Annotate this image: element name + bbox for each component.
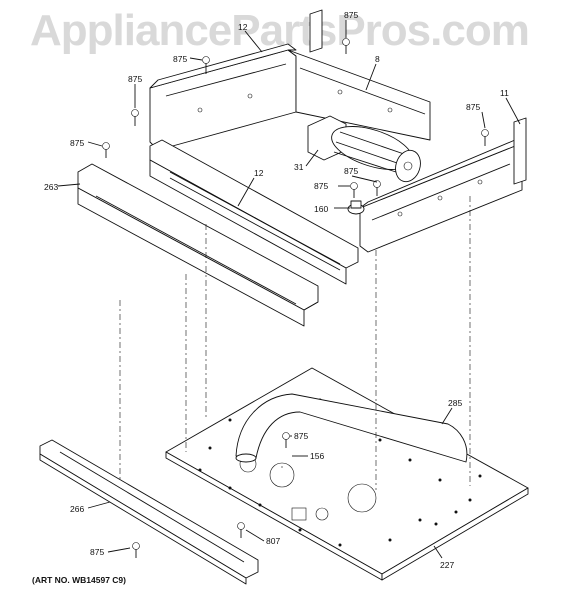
callout-875-left: 875 — [70, 138, 84, 148]
right-side-bracket — [359, 117, 527, 253]
thermostat-160 — [347, 200, 365, 215]
alignment-lines — [119, 196, 471, 490]
callout-12: 12 — [254, 168, 264, 178]
screw-top-right — [342, 38, 350, 54]
callout-875-b: 875 — [128, 74, 142, 84]
callout-263: 263 — [44, 182, 58, 192]
callout-156: 156 — [310, 451, 324, 461]
screw-d — [373, 180, 381, 196]
callout-875-f: 875 — [90, 547, 104, 557]
callout-160: 160 — [314, 204, 328, 214]
screw-807 — [237, 522, 245, 538]
screws — [102, 38, 489, 558]
callout-285: 285 — [448, 398, 462, 408]
screw-a — [202, 56, 210, 74]
inner-front-bar — [149, 139, 359, 285]
callout-12-top: 12 — [238, 22, 248, 32]
callout-875-e: 875 — [294, 431, 308, 441]
screw-right — [481, 129, 489, 146]
callout-labels: 875 12 875 8 875 875 11 875 263 12 31 87… — [44, 10, 509, 570]
air-duct — [235, 393, 468, 463]
screw-left — [102, 142, 110, 158]
callout-875-top: 875 — [344, 10, 358, 20]
leader-lines — [57, 20, 521, 559]
callout-875-d: 875 — [344, 166, 358, 176]
screw-f — [132, 542, 140, 558]
art-number: (ART NO. WB14597 C9) — [32, 575, 126, 585]
callout-875-right: 875 — [466, 102, 480, 112]
front-trim-bar — [77, 163, 319, 327]
convection-fan-motor — [307, 115, 421, 183]
callout-266: 266 — [70, 504, 84, 514]
screw-e — [282, 432, 290, 448]
callout-11: 11 — [500, 88, 509, 98]
callout-807: 807 — [266, 536, 280, 546]
screw-c — [350, 182, 358, 198]
screw-b — [131, 109, 139, 126]
callout-227: 227 — [440, 560, 454, 570]
callout-31: 31 — [294, 162, 304, 172]
callout-8: 8 — [375, 54, 380, 64]
callout-875-c: 875 — [314, 181, 328, 191]
rear-top-bracket — [149, 9, 431, 151]
bottom-front-rail — [39, 439, 259, 585]
callout-875-a: 875 — [173, 54, 187, 64]
